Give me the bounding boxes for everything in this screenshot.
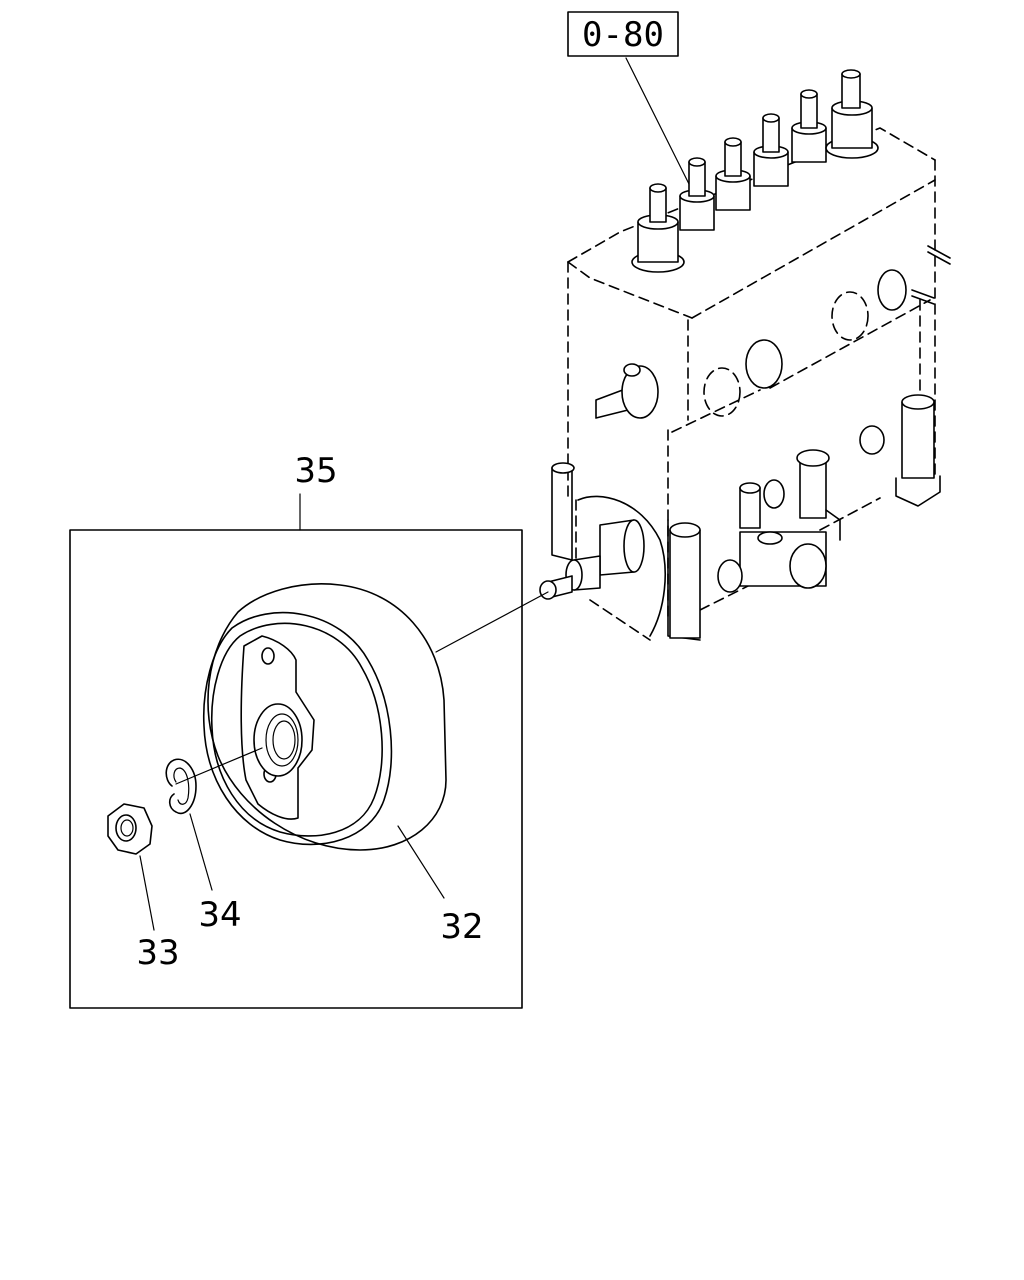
side-plug-1 xyxy=(703,367,741,417)
side-plug-4 xyxy=(877,269,907,311)
pump-top-face-front xyxy=(567,261,693,319)
shaft-alignment-line xyxy=(435,591,549,653)
pump-top-face-right xyxy=(691,179,936,319)
assembly-35-group: 35 xyxy=(69,451,523,1009)
side-pin-upper xyxy=(927,245,951,265)
nut-leader xyxy=(139,855,155,931)
gear-leader xyxy=(397,825,445,899)
plate-bolt-hole-top xyxy=(261,647,275,665)
reference-callout: 0-80 xyxy=(567,11,693,191)
drive-shaft xyxy=(539,519,645,600)
pump-front-edge xyxy=(667,319,689,621)
delivery-valve-2 xyxy=(679,157,715,231)
delivery-valve-6 xyxy=(825,69,879,159)
lock-washer: 34 xyxy=(165,758,242,935)
delivery-valve-5 xyxy=(791,89,827,163)
injection-pump-body xyxy=(539,69,951,641)
callout-35: 35 xyxy=(294,451,337,491)
side-plug-2 xyxy=(745,339,783,389)
reference-label: 0-80 xyxy=(582,15,664,55)
washer-leader xyxy=(189,813,213,891)
gear-rim-outer xyxy=(202,611,393,846)
hub-bore-outer xyxy=(253,703,303,777)
assembly-boundary-box xyxy=(69,529,523,1009)
side-fitting-left xyxy=(595,363,659,419)
pump-mid-line xyxy=(671,299,931,433)
pump-top-face-outline xyxy=(567,127,936,263)
nut-alignment-line xyxy=(175,747,263,785)
delivery-valve-1 xyxy=(631,183,685,273)
delivery-valve-4 xyxy=(753,113,789,187)
side-plug-5 xyxy=(859,425,885,455)
reference-box xyxy=(567,11,679,57)
washer-ring xyxy=(165,758,197,815)
timer-gear: 32 xyxy=(202,583,484,947)
side-pin-lower xyxy=(911,289,935,305)
hex-nut: 33 xyxy=(107,803,180,973)
hub-bore-inner xyxy=(265,713,299,767)
callout-33: 33 xyxy=(136,933,179,973)
delivery-valve-3 xyxy=(715,137,751,211)
mounting-post-right xyxy=(895,394,941,507)
gear-rim-inner xyxy=(210,622,383,837)
pump-left-side xyxy=(567,261,651,641)
feed-pump-assembly xyxy=(669,449,841,639)
callout-34: 34 xyxy=(198,895,241,935)
side-plug-3 xyxy=(831,291,869,341)
callout-32: 32 xyxy=(440,907,483,947)
reference-leader xyxy=(625,57,693,191)
hub-bore-thread xyxy=(272,720,296,760)
